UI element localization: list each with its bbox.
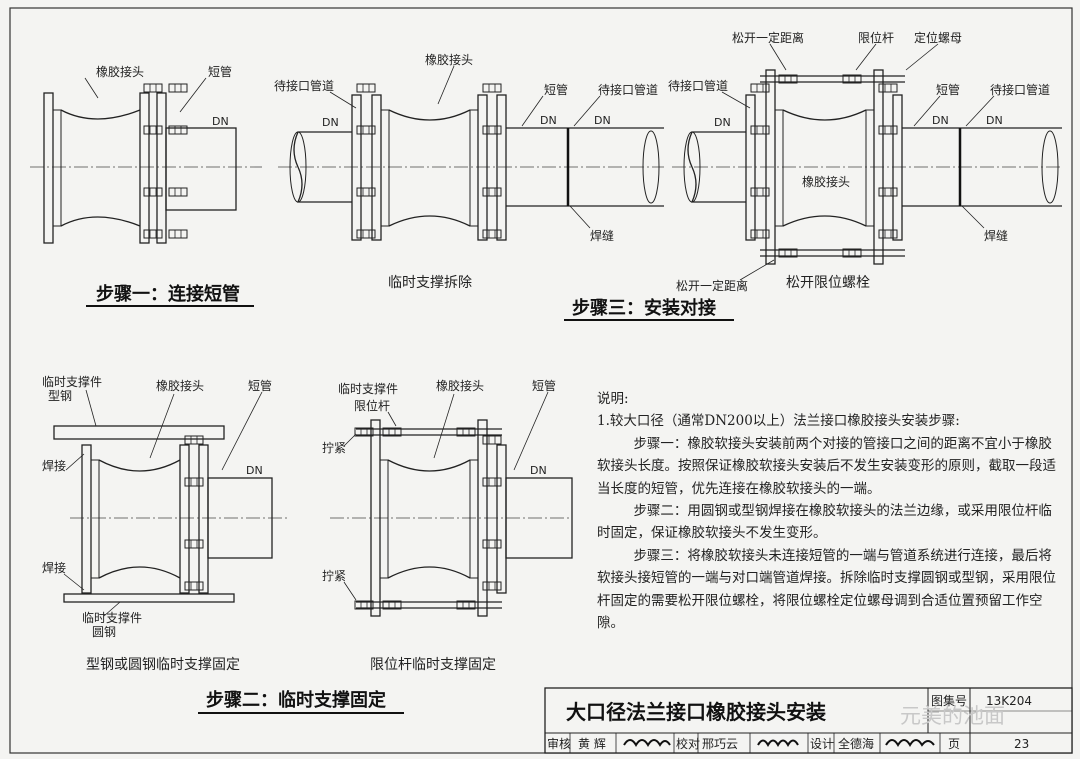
reviewer-signature xyxy=(623,739,671,747)
label-pipe-right: 待接口管道 xyxy=(990,82,1050,97)
label-dn: DN xyxy=(322,116,339,129)
label-temp-support-limit-1: 临时支撑件 xyxy=(338,381,398,396)
label-short-pipe: 短管 xyxy=(544,82,568,97)
reviewer-name: 黄 辉 xyxy=(578,737,606,751)
figure-support-removed: 待接口管道 橡胶接头 短管 待接口管道 DN DN DN 焊缝 临时支撑拆除 xyxy=(274,52,664,291)
notes-step3: 步骤三：将橡胶软接头未连接短管的一端与管道系统进行连接，最后将软接头接短管的一端… xyxy=(597,547,1056,632)
label-dn: DN xyxy=(212,115,229,128)
figure-step1: 橡胶接头 短管 DN 步骤一：连接短管 xyxy=(30,64,262,307)
designer-name: 全德海 xyxy=(838,736,874,751)
figure-step2-limit-rod: 临时支撑件 限位杆 橡胶接头 短管 DN 拧紧 拧紧 限位杆临时支撑固定 xyxy=(322,378,573,673)
sheet-frame xyxy=(9,7,1073,754)
notes-heading: 说明: xyxy=(597,391,629,407)
design-label: 设计 xyxy=(810,737,834,751)
label-dn: DN xyxy=(246,464,263,477)
notes-step2: 步骤二：用圆钢或型钢焊接在橡胶软接头的法兰边缘，或采用限位杆临时固定，保证橡胶软… xyxy=(597,503,1052,542)
checker-name: 邢巧云 xyxy=(702,737,738,751)
label-dn: DN xyxy=(530,464,547,477)
label-short-pipe: 短管 xyxy=(248,378,272,393)
watermark: 元美的池面 xyxy=(900,704,1005,728)
label-dn: DN xyxy=(594,114,611,127)
label-weld: 焊缝 xyxy=(590,228,614,243)
label-short-pipe: 短管 xyxy=(936,82,960,97)
label-pipe-left: 待接口管道 xyxy=(274,78,334,93)
notes-item1: 1.较大口径（通常DN200以上）法兰接口橡胶接头安装步骤: xyxy=(597,413,960,430)
title-block: 大口径法兰接口橡胶接头安装 图集号 13K204 元美的池面 审核 黄 辉 校对… xyxy=(544,687,1073,754)
step2-title: 步骤二：临时支撑固定 xyxy=(206,689,386,711)
label-loosen-distance-bottom: 松开一定距离 xyxy=(676,278,748,293)
review-label: 审核 xyxy=(547,736,571,751)
page-number: 23 xyxy=(1014,737,1029,751)
label-rubber-joint: 橡胶接头 xyxy=(96,64,144,79)
step3-title: 步骤三：安装对接 xyxy=(572,297,716,319)
designer-signature xyxy=(885,739,935,747)
drawing-title: 大口径法兰接口橡胶接头安装 xyxy=(566,700,826,724)
label-tighten-bottom: 拧紧 xyxy=(322,569,346,583)
label-dn: DN xyxy=(932,114,949,127)
check-label: 校对 xyxy=(676,736,700,751)
label-rubber-joint: 橡胶接头 xyxy=(425,52,473,67)
caption-steel-support: 型钢或圆钢临时支撑固定 xyxy=(86,657,240,673)
label-pipe-left: 待接口管道 xyxy=(668,78,728,93)
label-positioning-nut: 定位螺母 xyxy=(914,30,962,45)
label-dn: DN xyxy=(540,114,557,127)
checker-signature xyxy=(757,739,799,748)
label-rubber-joint: 橡胶接头 xyxy=(802,174,850,189)
figure-step3: 松开一定距离 限位杆 定位螺母 待接口管道 短管 待接口管道 DN DN DN … xyxy=(564,30,1062,321)
page-label: 页 xyxy=(948,737,960,751)
atlas-number: 13K204 xyxy=(986,694,1032,708)
label-weld: 焊缝 xyxy=(984,228,1008,243)
step1-title: 步骤一：连接短管 xyxy=(96,283,240,305)
label-weld-joint-bottom: 焊接 xyxy=(42,560,66,575)
label-short-pipe: 短管 xyxy=(208,64,232,79)
label-short-pipe: 短管 xyxy=(532,378,556,393)
label-temp-support-round-2: 圆钢 xyxy=(92,625,116,639)
label-weld-joint-top: 焊接 xyxy=(42,458,66,473)
label-dn: DN xyxy=(986,114,1003,127)
notes-panel: 说明: 1.较大口径（通常DN200以上）法兰接口橡胶接头安装步骤: 步骤一：橡… xyxy=(597,388,1057,634)
label-dn: DN xyxy=(714,116,731,129)
label-temp-support-steel-1: 临时支撑件 xyxy=(42,374,102,389)
label-limit-rod: 限位杆 xyxy=(858,30,894,45)
label-loosen-distance-top: 松开一定距离 xyxy=(732,30,804,45)
label-tighten-top: 拧紧 xyxy=(322,441,346,455)
figure-step2-steel: 临时支撑件 型钢 橡胶接头 短管 DN 焊接 焊接 临时支撑件 圆钢 型钢或圆钢… xyxy=(42,374,290,673)
label-temp-support-steel-2: 型钢 xyxy=(48,389,72,403)
label-rubber-joint: 橡胶接头 xyxy=(156,378,204,393)
atlas-label: 图集号 xyxy=(931,693,967,708)
label-temp-support-limit-2: 限位杆 xyxy=(354,398,390,413)
label-pipe-right: 待接口管道 xyxy=(598,82,658,97)
caption-limit-rod-support: 限位杆临时支撑固定 xyxy=(370,657,496,673)
label-rubber-joint: 橡胶接头 xyxy=(436,378,484,393)
label-loosen-limit-bolt: 松开限位螺栓 xyxy=(786,275,870,291)
notes-step1: 步骤一：橡胶软接头安装前两个对接的管接口之间的距离不宜小于橡胶软接头长度。按照保… xyxy=(597,435,1056,497)
label-temp-support-round-1: 临时支撑件 xyxy=(82,610,142,625)
caption-support-removed: 临时支撑拆除 xyxy=(388,275,472,291)
